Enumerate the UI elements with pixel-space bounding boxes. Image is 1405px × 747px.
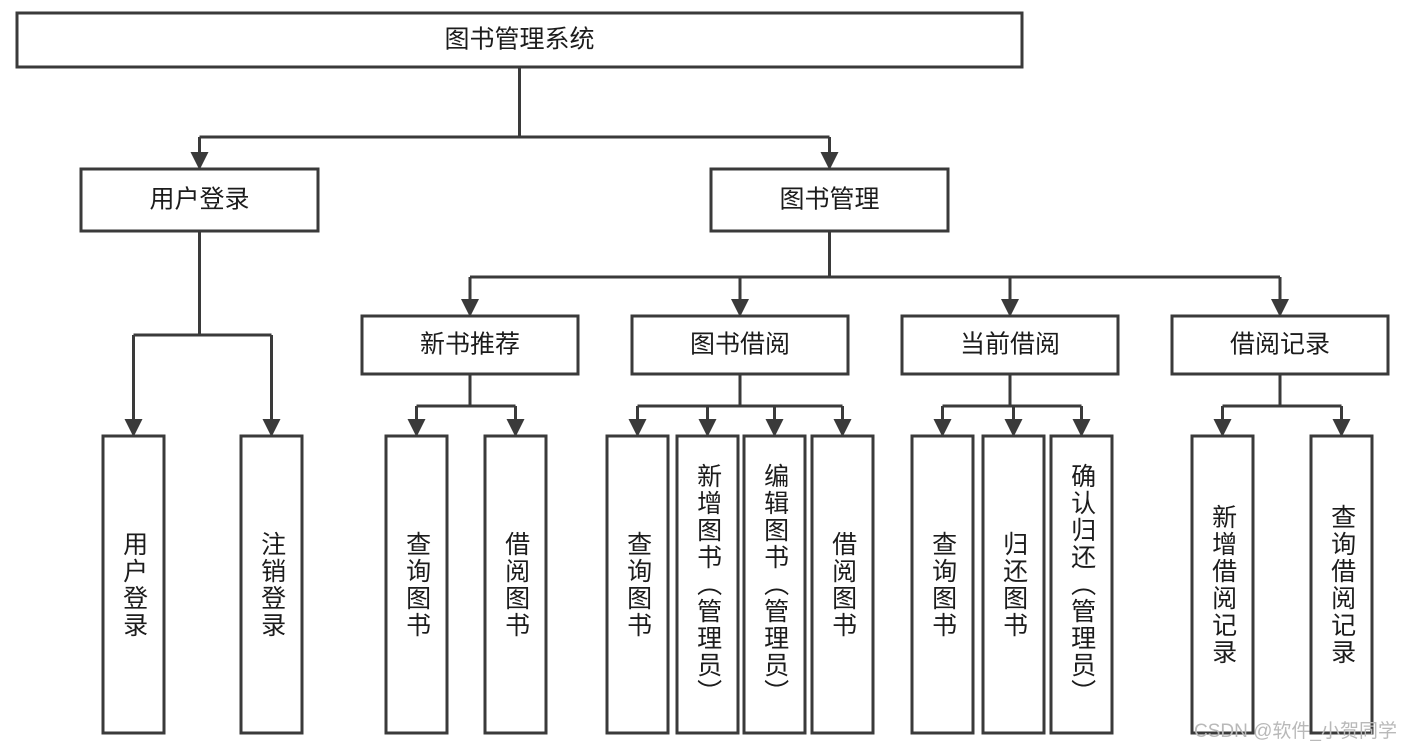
edge-current-borrow-split [933,374,1091,437]
node-box-leaf-borrow-book-1[interactable] [483,434,548,735]
node-box-leaf-edit-book[interactable] [742,434,807,735]
edge-user-login-split [124,231,281,437]
node-box-leaf-confirm-return[interactable] [1049,434,1114,735]
node-box-leaf-user-login[interactable] [101,434,166,735]
node-box-leaf-add-record[interactable] [1190,434,1255,735]
node-box-leaf-query-record[interactable] [1309,434,1374,735]
node-box-l2-book-manage[interactable] [709,167,950,233]
node-box-l3-book-borrow[interactable] [630,314,850,376]
node-label-l3-borrow-record: 借阅记录 [1230,331,1330,359]
node-box-leaf-add-book[interactable] [675,434,740,735]
edge-book-borrow-split [628,374,852,437]
edge-book-manage-split [461,231,1289,317]
node-box-l3-new-book-rec[interactable] [360,314,580,376]
edge-borrow-record-split [1213,374,1351,437]
node-label-l3-book-borrow: 图书借阅 [690,331,790,359]
node-box-leaf-return-book[interactable] [981,434,1046,735]
node-label-l3-current-borrow: 当前借阅 [960,331,1060,359]
node-box-l2-user-login[interactable] [79,167,320,233]
node-box-root[interactable] [15,11,1024,69]
watermark-text: CSDN @软件_小贺同学 [1194,721,1397,742]
boxes-layer [15,11,1390,735]
edges-layer [124,67,1351,437]
node-box-leaf-borrow-book-2[interactable] [810,434,875,735]
edge-root-split [190,67,839,170]
node-label-root: 图书管理系统 [444,26,594,54]
node-label-l2-user-login: 用户登录 [149,186,249,214]
node-box-leaf-query-book-2[interactable] [605,434,670,735]
node-box-leaf-logout[interactable] [239,434,304,735]
node-box-l3-current-borrow[interactable] [900,314,1120,376]
node-label-l3-new-book-rec: 新书推荐 [420,331,520,359]
node-label-l2-book-manage: 图书管理 [779,186,879,214]
edge-new-book-rec-split [407,374,525,437]
node-box-l3-borrow-record[interactable] [1170,314,1390,376]
node-box-leaf-query-book-3[interactable] [910,434,975,735]
node-box-leaf-query-book-1[interactable] [384,434,449,735]
